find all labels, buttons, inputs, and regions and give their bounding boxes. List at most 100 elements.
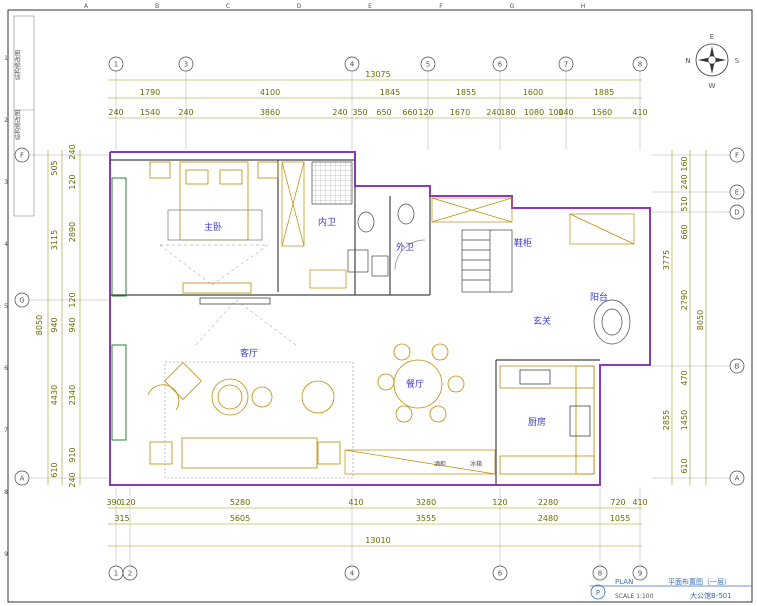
edge-letter: A <box>84 3 89 10</box>
balcony-chair <box>593 299 631 345</box>
dim-top-row1: 4100 <box>260 88 280 97</box>
room-label-wine: 酒柜 <box>434 460 446 468</box>
grid-bubble-top: 1 <box>114 61 118 69</box>
dim-bottom-row2: 315 <box>114 514 129 523</box>
grid-bubble-left: F <box>20 152 24 160</box>
dim-top-row1: 1855 <box>456 88 476 97</box>
scale: SCALE 1:100 <box>615 593 654 600</box>
title-block: P PLAN 平面布置图（一层） SCALE 1:100 大公馆B-501 <box>590 577 752 600</box>
edge-letter: C <box>226 3 230 10</box>
dim-left-inner: 240 <box>68 144 77 159</box>
room-label-shoe-cabinet: 鞋柜 <box>514 237 532 249</box>
tv-cabinet-bedroom <box>182 282 252 294</box>
grid-bubble-bottom: 2 <box>128 570 132 578</box>
edge-letter: H <box>581 3 586 10</box>
side-strip-text-a: 结构修改图 <box>14 50 22 80</box>
grid-bubble-bottom: 8 <box>598 570 602 578</box>
dim-top-row1: 1790 <box>140 88 160 97</box>
room-label-master: 主卧 <box>204 221 222 233</box>
side-strip-text-b: 结构修改图 <box>14 110 22 140</box>
dimension-lines <box>47 79 707 547</box>
dim-bottom-row1: 410 <box>348 498 363 507</box>
edge-number: 9 <box>4 551 8 558</box>
living-furniture <box>147 362 341 469</box>
dim-top-total: 13075 <box>365 70 390 79</box>
dim-left-inner: 2340 <box>68 385 77 405</box>
edge-letter: D <box>297 3 302 10</box>
dim-left-inner: 120 <box>68 292 77 307</box>
compass-n: N <box>685 57 690 65</box>
sheet-frame <box>7 9 753 603</box>
room-label-balcony: 阳台 <box>590 291 608 303</box>
grid-bubble-right: A <box>735 475 740 483</box>
kitchen-counters <box>499 365 595 475</box>
room-label-entry: 玄关 <box>533 315 551 327</box>
dim-top-row2: 1560 <box>592 108 612 117</box>
edge-number: 5 <box>4 303 8 310</box>
dim-top-row2: 140 <box>558 108 573 117</box>
grid-bubble-right: B <box>735 363 740 371</box>
grid-bubble-top: 3 <box>184 61 188 69</box>
dim-right-inner: 470 <box>680 370 689 385</box>
dim-top-row2: 660 <box>402 108 417 117</box>
dim-right-inner: 1450 <box>680 410 689 430</box>
dim-left-inner: 2890 <box>68 222 77 242</box>
grid-bubble-top: 4 <box>350 61 355 69</box>
dim-top-row2: 100 <box>548 108 563 117</box>
compass-e: E <box>710 33 714 41</box>
dim-bottom-row2: 5605 <box>230 514 250 523</box>
dim-left-outer: 940 <box>50 317 59 332</box>
dim-top-row2: 1080 <box>524 108 544 117</box>
compass-rose: E W N S <box>685 33 739 90</box>
dim-top-row2: 1540 <box>140 108 160 117</box>
dim-right-inner: 510 <box>680 196 689 211</box>
dim-top-row2: 410 <box>632 108 647 117</box>
dim-bottom-row1: 120 <box>120 498 135 507</box>
compass-w: W <box>709 82 716 90</box>
grid-bubble-top: 5 <box>426 61 430 69</box>
room-label-kitchen: 厨房 <box>528 416 546 428</box>
left-windows <box>111 177 127 441</box>
dim-top-row2: 240 <box>178 108 193 117</box>
dim-left-total: 8050 <box>35 315 44 335</box>
dim-bottom-row1: 2280 <box>538 498 558 507</box>
grid-bubble-right: F <box>735 152 739 160</box>
dim-right-inner: 160 <box>680 156 689 171</box>
dim-right-inner: 240 <box>680 174 689 189</box>
dim-right-inner: 610 <box>680 458 689 473</box>
sheet-no: P <box>596 589 600 597</box>
grid-bubble-bottom: 9 <box>638 570 642 578</box>
dim-left-inner: 910 <box>68 447 77 462</box>
grid-bubble-bottom: 6 <box>498 570 503 578</box>
dim-top-row2: 180 <box>500 108 515 117</box>
grid-bubble-top: 7 <box>564 61 568 69</box>
dim-bottom-row2: 1055 <box>610 514 630 523</box>
plan-en: PLAN <box>615 578 633 586</box>
dim-bottom-row1: 410 <box>632 498 647 507</box>
dim-bottom-row1: 5280 <box>230 498 250 507</box>
compass-s: S <box>735 57 740 65</box>
master-bed <box>149 161 279 241</box>
dim-right-inner: 660 <box>680 224 689 239</box>
dim-bottom-row1: 720 <box>610 498 625 507</box>
edge-number: 3 <box>4 179 8 186</box>
wardrobe <box>281 161 305 247</box>
edge-number: 8 <box>4 489 8 496</box>
dim-right-outer: 3775 <box>662 250 671 270</box>
tv-wall <box>199 297 271 305</box>
grid-bubble-bottom: 1 <box>114 570 118 578</box>
dim-left-inner: 120 <box>68 174 77 189</box>
grid-bubble-left: A <box>20 475 25 483</box>
dim-right-outer: 2855 <box>662 410 671 430</box>
inner-bath-fixtures <box>309 161 375 289</box>
dim-top-row1: 1845 <box>380 88 400 97</box>
dim-top-row1: 1885 <box>594 88 614 97</box>
interior-walls <box>110 159 600 485</box>
dim-left-outer: 4430 <box>50 385 59 405</box>
living-rug <box>164 361 354 479</box>
